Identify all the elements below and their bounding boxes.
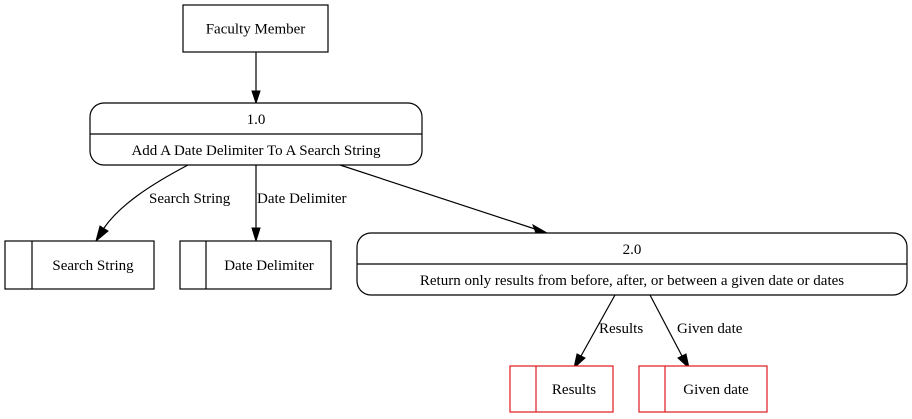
edge-process-2-to-given-date: Given date [649,294,743,370]
store-given-date-label: Given date [683,382,749,398]
process-2-label: Return only results from before, after, … [420,273,844,289]
edge-process-1-to-date-delimiter: Date Delimiter [251,165,347,243]
edge-process-1-to-process-2 [339,164,549,234]
store-search-string-label: Search String [52,258,134,274]
store-results: Results [509,365,614,413]
edge-process-2-to-results: Results [573,294,643,370]
faculty-member-label: Faculty Member [206,22,306,38]
store-results-label: Results [552,382,596,398]
store-date-delimiter: Date Delimiter [179,240,332,290]
process-1-label: Add A Date Delimiter To A Search String [131,143,381,159]
store-given-date: Given date [638,365,768,413]
faculty-member-entity: Faculty Member [182,4,329,53]
edge-label-results: Results [599,321,643,337]
process-2-node: 2.0 Return only results from before, aft… [356,232,908,296]
edge-label-search-string: Search String [149,191,231,207]
process-1-id: 1.0 [247,112,266,128]
store-search-string: Search String [4,240,155,290]
edge-process-1-to-search-string: Search String [95,164,231,243]
edge-label-given-date: Given date [677,321,743,337]
edge-label-date-delimiter: Date Delimiter [257,191,347,207]
process-2-id: 2.0 [623,242,642,258]
store-date-delimiter-label: Date Delimiter [224,258,314,274]
process-1-node: 1.0 Add A Date Delimiter To A Search Str… [89,102,423,166]
edge-faculty-to-process-1 [251,52,261,105]
